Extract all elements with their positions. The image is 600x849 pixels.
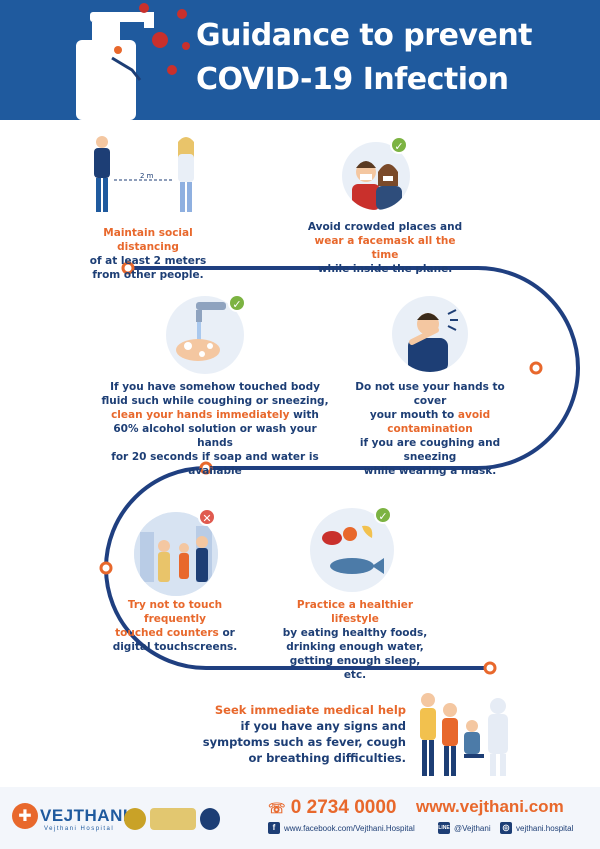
phone-number[interactable]: ☏ 0 2734 0000 (268, 797, 396, 819)
title-line-2: COVID-19 Infection (196, 62, 509, 97)
virus-illustration (76, 3, 190, 120)
instagram-text: vejthani.hospital (516, 823, 574, 833)
phone-text: 0 2734 0000 (290, 797, 397, 818)
award-badge-icon (124, 808, 146, 830)
footer (0, 787, 600, 849)
step-text-line: or breathing difficulties. (248, 751, 407, 765)
highlight-phrase: clean your hands immediately (111, 409, 290, 421)
instagram-link[interactable]: ◎ vejthani.hospital (500, 822, 573, 834)
header-banner: Guidance to prevent COVID-19 Infection (0, 0, 600, 120)
title-line-1: Guidance to prevent (196, 18, 533, 53)
coughing-person-illustration (392, 296, 468, 372)
step-text-line: if you have any signs and (240, 719, 406, 733)
step-text-line: for 20 seconds if soap and water is avai… (111, 451, 319, 477)
medical-help-illustration (420, 693, 508, 776)
certification-badge-icon (200, 808, 220, 830)
public-place-illustration (134, 512, 218, 596)
step-text-line: clean your hands immediately with (111, 409, 319, 421)
step-text-line: wear a facemask all the time (314, 235, 456, 261)
step-text-line: Seek immediate medical help (214, 703, 406, 717)
step-text-line: getting enough sleep, etc. (289, 655, 421, 681)
line-text: @Vejthani (454, 823, 491, 833)
cross-icon: ✕ (198, 508, 216, 526)
step-text-line: while inside the plane. (317, 263, 453, 275)
step-text-line: while wearing a mask. (363, 465, 497, 477)
step-7-text: Seek immediate medical help if you have … (196, 702, 406, 766)
step-text-line: Try not to touch frequently (127, 599, 223, 625)
step-6-text: Practice a healthier lifestyle by eating… (280, 598, 430, 682)
check-icon: ✓ (390, 136, 408, 154)
line-link[interactable]: LINE @Vejthani (438, 822, 491, 834)
facebook-text: www.facebook.com/Vejthani.Hospital (284, 823, 415, 833)
path-node (99, 561, 113, 575)
step-text-line: of at least 2 meters (89, 255, 207, 267)
line-icon: LINE (438, 822, 450, 834)
step-5-text: Try not to touch frequently touched coun… (100, 598, 250, 654)
vejthani-logo-icon: ✚ (12, 803, 38, 829)
facebook-icon: f (268, 822, 280, 834)
path-node (529, 361, 543, 375)
step-text-line: 60% alcohol solution or wash your hands (113, 423, 317, 449)
check-icon: ✓ (228, 294, 246, 312)
phone-icon: ☏ (268, 800, 286, 816)
step-text-line: Maintain social distancing (103, 227, 193, 253)
facebook-link[interactable]: f www.facebook.com/Vejthani.Hospital (268, 822, 415, 834)
step-text-line: Avoid crowded places and (307, 221, 463, 233)
distance-label: 2 m (140, 172, 154, 180)
logo-text: VEJTHANI (40, 806, 129, 825)
step-text-line: digital touchscreens. (112, 641, 238, 653)
path-node (483, 661, 497, 675)
step-1-text: Maintain social distancing of at least 2… (78, 226, 218, 282)
social-distancing-illustration (94, 136, 194, 212)
step-text-line: drinking enough water, (286, 641, 424, 653)
instagram-icon: ◎ (500, 822, 512, 834)
step-text-line: If you have somehow touched body (110, 381, 320, 393)
check-icon: ✓ (374, 506, 392, 524)
highlight-phrase: touched counters (115, 627, 219, 639)
step-2-text: Avoid crowded places and wear a facemask… (300, 220, 470, 276)
step-text-line: if you are coughing and sneezing (359, 437, 501, 463)
accreditation-badge-icon (150, 808, 196, 830)
step-text-line: Practice a healthier lifestyle (296, 599, 414, 625)
highlight-phrase: avoid contamination (387, 409, 491, 435)
step-text-line: touched counters or (115, 627, 235, 639)
step-text-line: by eating healthy foods, (282, 627, 428, 639)
masked-couple-illustration (342, 142, 410, 210)
step-3-text: If you have somehow touched body fluid s… (100, 380, 330, 478)
step-text-line: symptoms such as fever, cough (202, 735, 406, 749)
step-text-line: Do not use your hands to cover (355, 381, 505, 407)
page-title: Guidance to prevent COVID-19 Infection (196, 14, 533, 102)
step-text-line: fluid such while coughing or sneezing, (101, 395, 329, 407)
hand-washing-illustration (166, 296, 244, 374)
step-4-text: Do not use your hands to cover your mout… (340, 380, 520, 478)
healthy-food-illustration (310, 508, 394, 592)
website-link[interactable]: www.vejthani.com (416, 797, 564, 816)
step-text-line: your mouth to avoid contamination (369, 409, 491, 435)
step-text-line: from other people. (92, 269, 204, 281)
logo-subtext: Vejthani Hospital (44, 826, 115, 832)
